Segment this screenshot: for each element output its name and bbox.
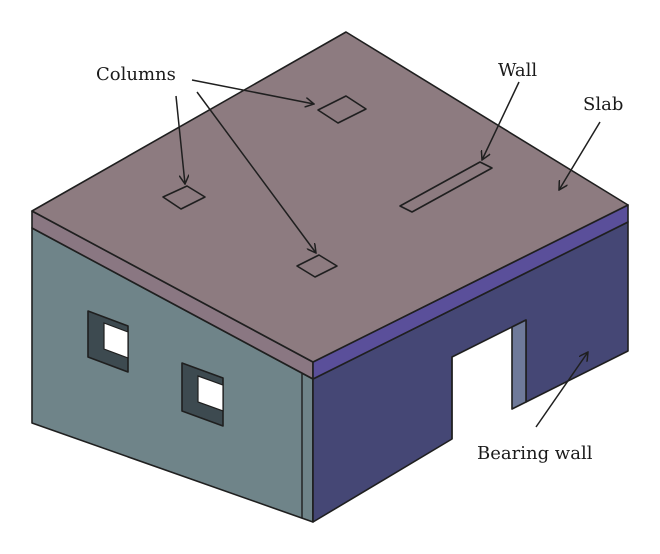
columns-arrow-left xyxy=(175,95,185,184)
slab-top xyxy=(31,31,629,363)
column-footprint-center xyxy=(296,254,338,278)
wall-arrow xyxy=(482,81,520,160)
window-left xyxy=(87,310,129,373)
bearing-wall-label: Bearing wall xyxy=(477,443,593,464)
columns-label: Columns xyxy=(96,64,176,85)
columns-arrow-top xyxy=(191,79,314,104)
columns-arrow-center xyxy=(196,91,316,253)
slab-arrow xyxy=(559,121,601,190)
column-footprint-top xyxy=(317,95,367,124)
window-right xyxy=(181,362,224,427)
wall-label: Wall xyxy=(498,60,537,81)
wall-footprint xyxy=(399,161,493,213)
bearing-wall-arrow xyxy=(535,352,588,428)
door-jamb xyxy=(511,319,527,410)
column-footprint-left xyxy=(162,185,206,210)
slab-label: Slab xyxy=(583,94,623,115)
